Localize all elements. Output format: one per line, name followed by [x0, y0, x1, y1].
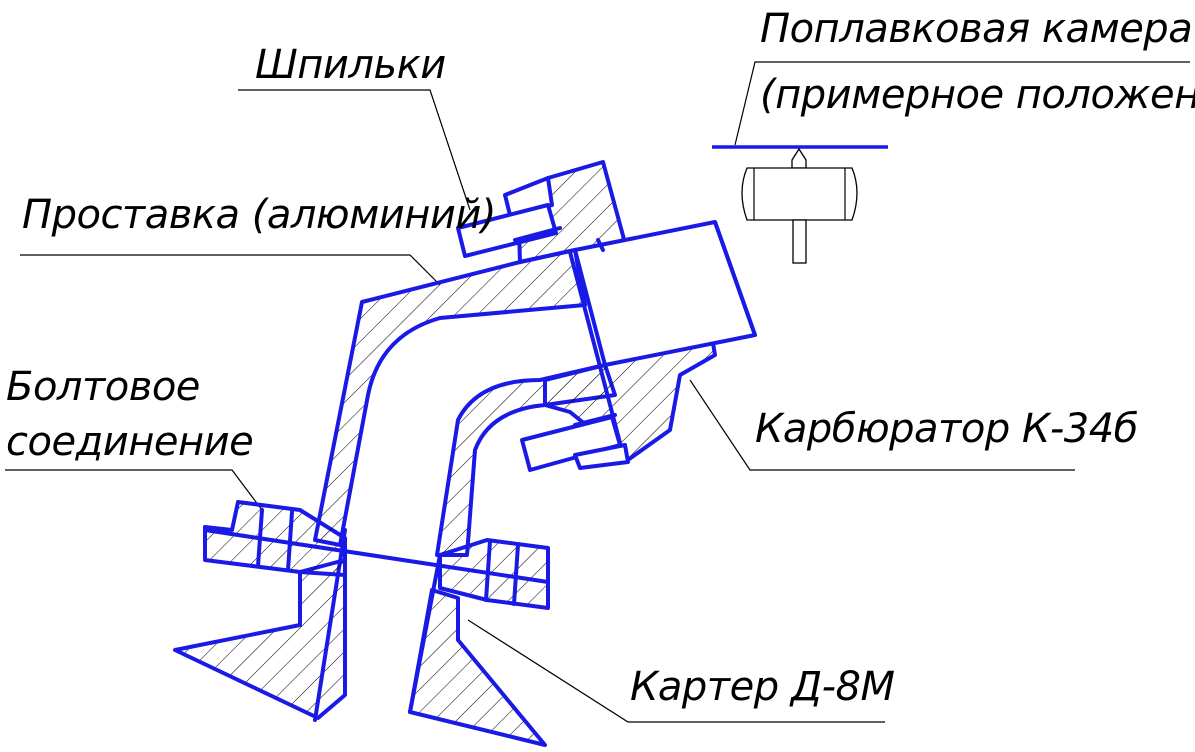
carburetor-leader	[689, 379, 1075, 471]
upper-stud	[456, 203, 558, 258]
crankcase-bore-right	[408, 553, 442, 714]
label-float-chamber-2: (примерное положение)	[760, 72, 1195, 118]
labels: Шпильки Поплавковая камера (примерное по…	[6, 6, 1195, 710]
right-bolt-line-1	[484, 539, 492, 602]
lower-stud-thread	[573, 413, 617, 427]
carburetor-outlet-edge	[713, 220, 757, 337]
upper-stud-thread	[513, 226, 562, 242]
right-bolt-line-2	[512, 543, 520, 606]
label-bolted-joint-1: Болтовое	[6, 364, 200, 410]
leader-lines	[5, 61, 1190, 723]
crankcase-leader	[467, 619, 885, 723]
bolted-joint	[203, 500, 550, 610]
studs-leader	[238, 89, 471, 211]
float-chamber-leader	[734, 61, 1190, 146]
label-carburetor: Карбюратор К-34б	[755, 406, 1138, 452]
label-studs: Шпильки	[255, 42, 446, 88]
lower-stud-nut	[573, 443, 630, 470]
float-body	[741, 167, 858, 221]
label-spacer: Проставка (алюминий)	[22, 192, 496, 238]
spacer-leader	[20, 254, 441, 286]
joint-line	[203, 528, 550, 584]
carburetor	[568, 220, 757, 464]
float-needle-tip	[791, 147, 807, 169]
label-crankcase: Картер Д-8М	[630, 664, 894, 710]
carburetor-throat	[573, 220, 757, 367]
float-needle-stem	[792, 219, 807, 264]
label-float-chamber-1: Поплавковая камера	[760, 6, 1192, 52]
label-bolted-joint-2: соединение	[6, 419, 253, 465]
float-chamber	[712, 145, 888, 264]
carburetor-throat-inner	[596, 238, 605, 252]
studs	[456, 176, 630, 472]
left-flange	[203, 500, 347, 577]
bolted-joint-leader	[5, 469, 263, 511]
